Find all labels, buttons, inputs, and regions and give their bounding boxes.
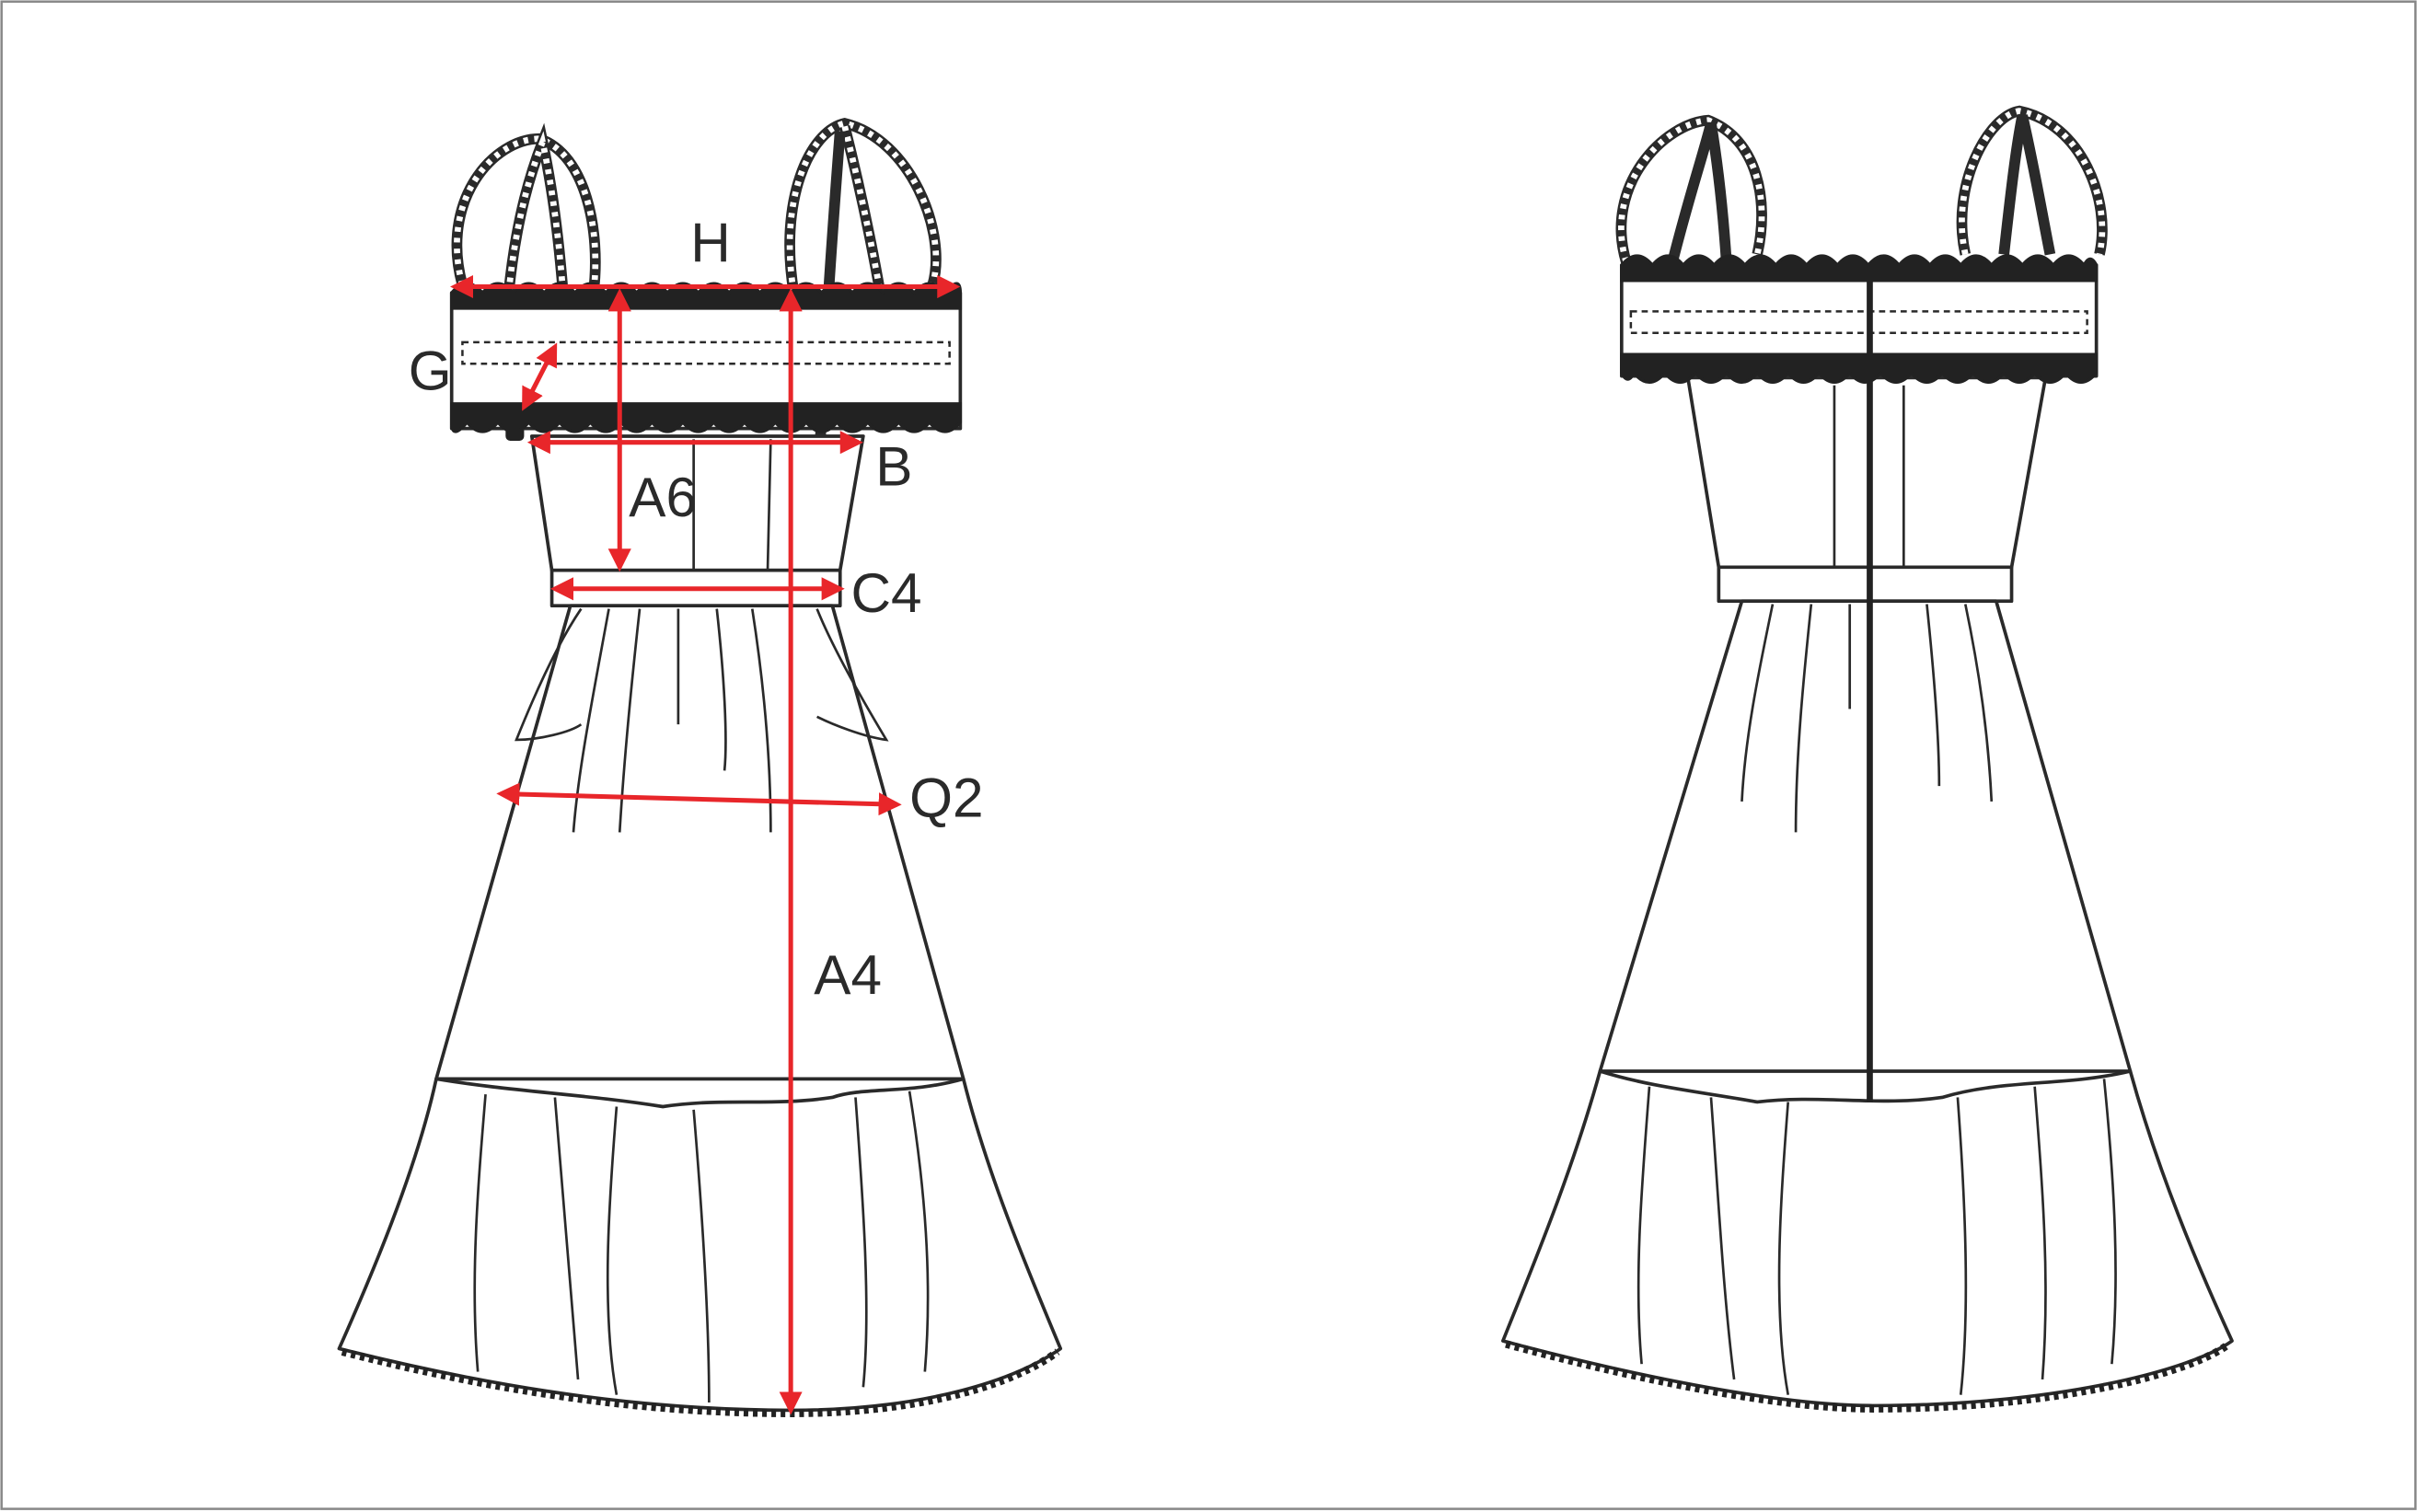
measure-q2-label: Q2 — [909, 767, 983, 829]
back-waistband — [1717, 565, 2014, 604]
measure-g-arrow — [522, 342, 558, 411]
measure-b-label: B — [875, 435, 912, 498]
measure-g-label: G — [409, 340, 452, 402]
back-left-tie-strap — [1615, 114, 1767, 264]
back-right-tie-strap — [1956, 105, 2108, 256]
back-ruffle-tier — [1501, 1069, 2234, 1408]
measure-h-label: H — [690, 212, 731, 274]
front-hem-lace — [341, 1347, 1060, 1417]
measure-c4-label: C4 — [850, 561, 921, 624]
front-smocked-band — [449, 282, 963, 433]
front-bodice — [529, 434, 865, 572]
front-left-pocket — [515, 607, 583, 742]
measure-a4-label: A4 — [814, 943, 882, 1006]
front-right-pocket — [815, 608, 889, 742]
back-hem-lace — [1505, 1340, 2232, 1413]
back-skirt — [1598, 599, 2133, 1073]
back-dress — [1501, 105, 2234, 1413]
front-skirt — [434, 604, 966, 1081]
front-ruffle-tier — [337, 1077, 1063, 1413]
measure-q2-arrow — [496, 782, 902, 816]
measure-a6-label: A6 — [629, 466, 697, 528]
back-smocked-band — [1619, 254, 2099, 385]
measurements: H G B A6 C4 Q2 A4 — [409, 212, 984, 1415]
